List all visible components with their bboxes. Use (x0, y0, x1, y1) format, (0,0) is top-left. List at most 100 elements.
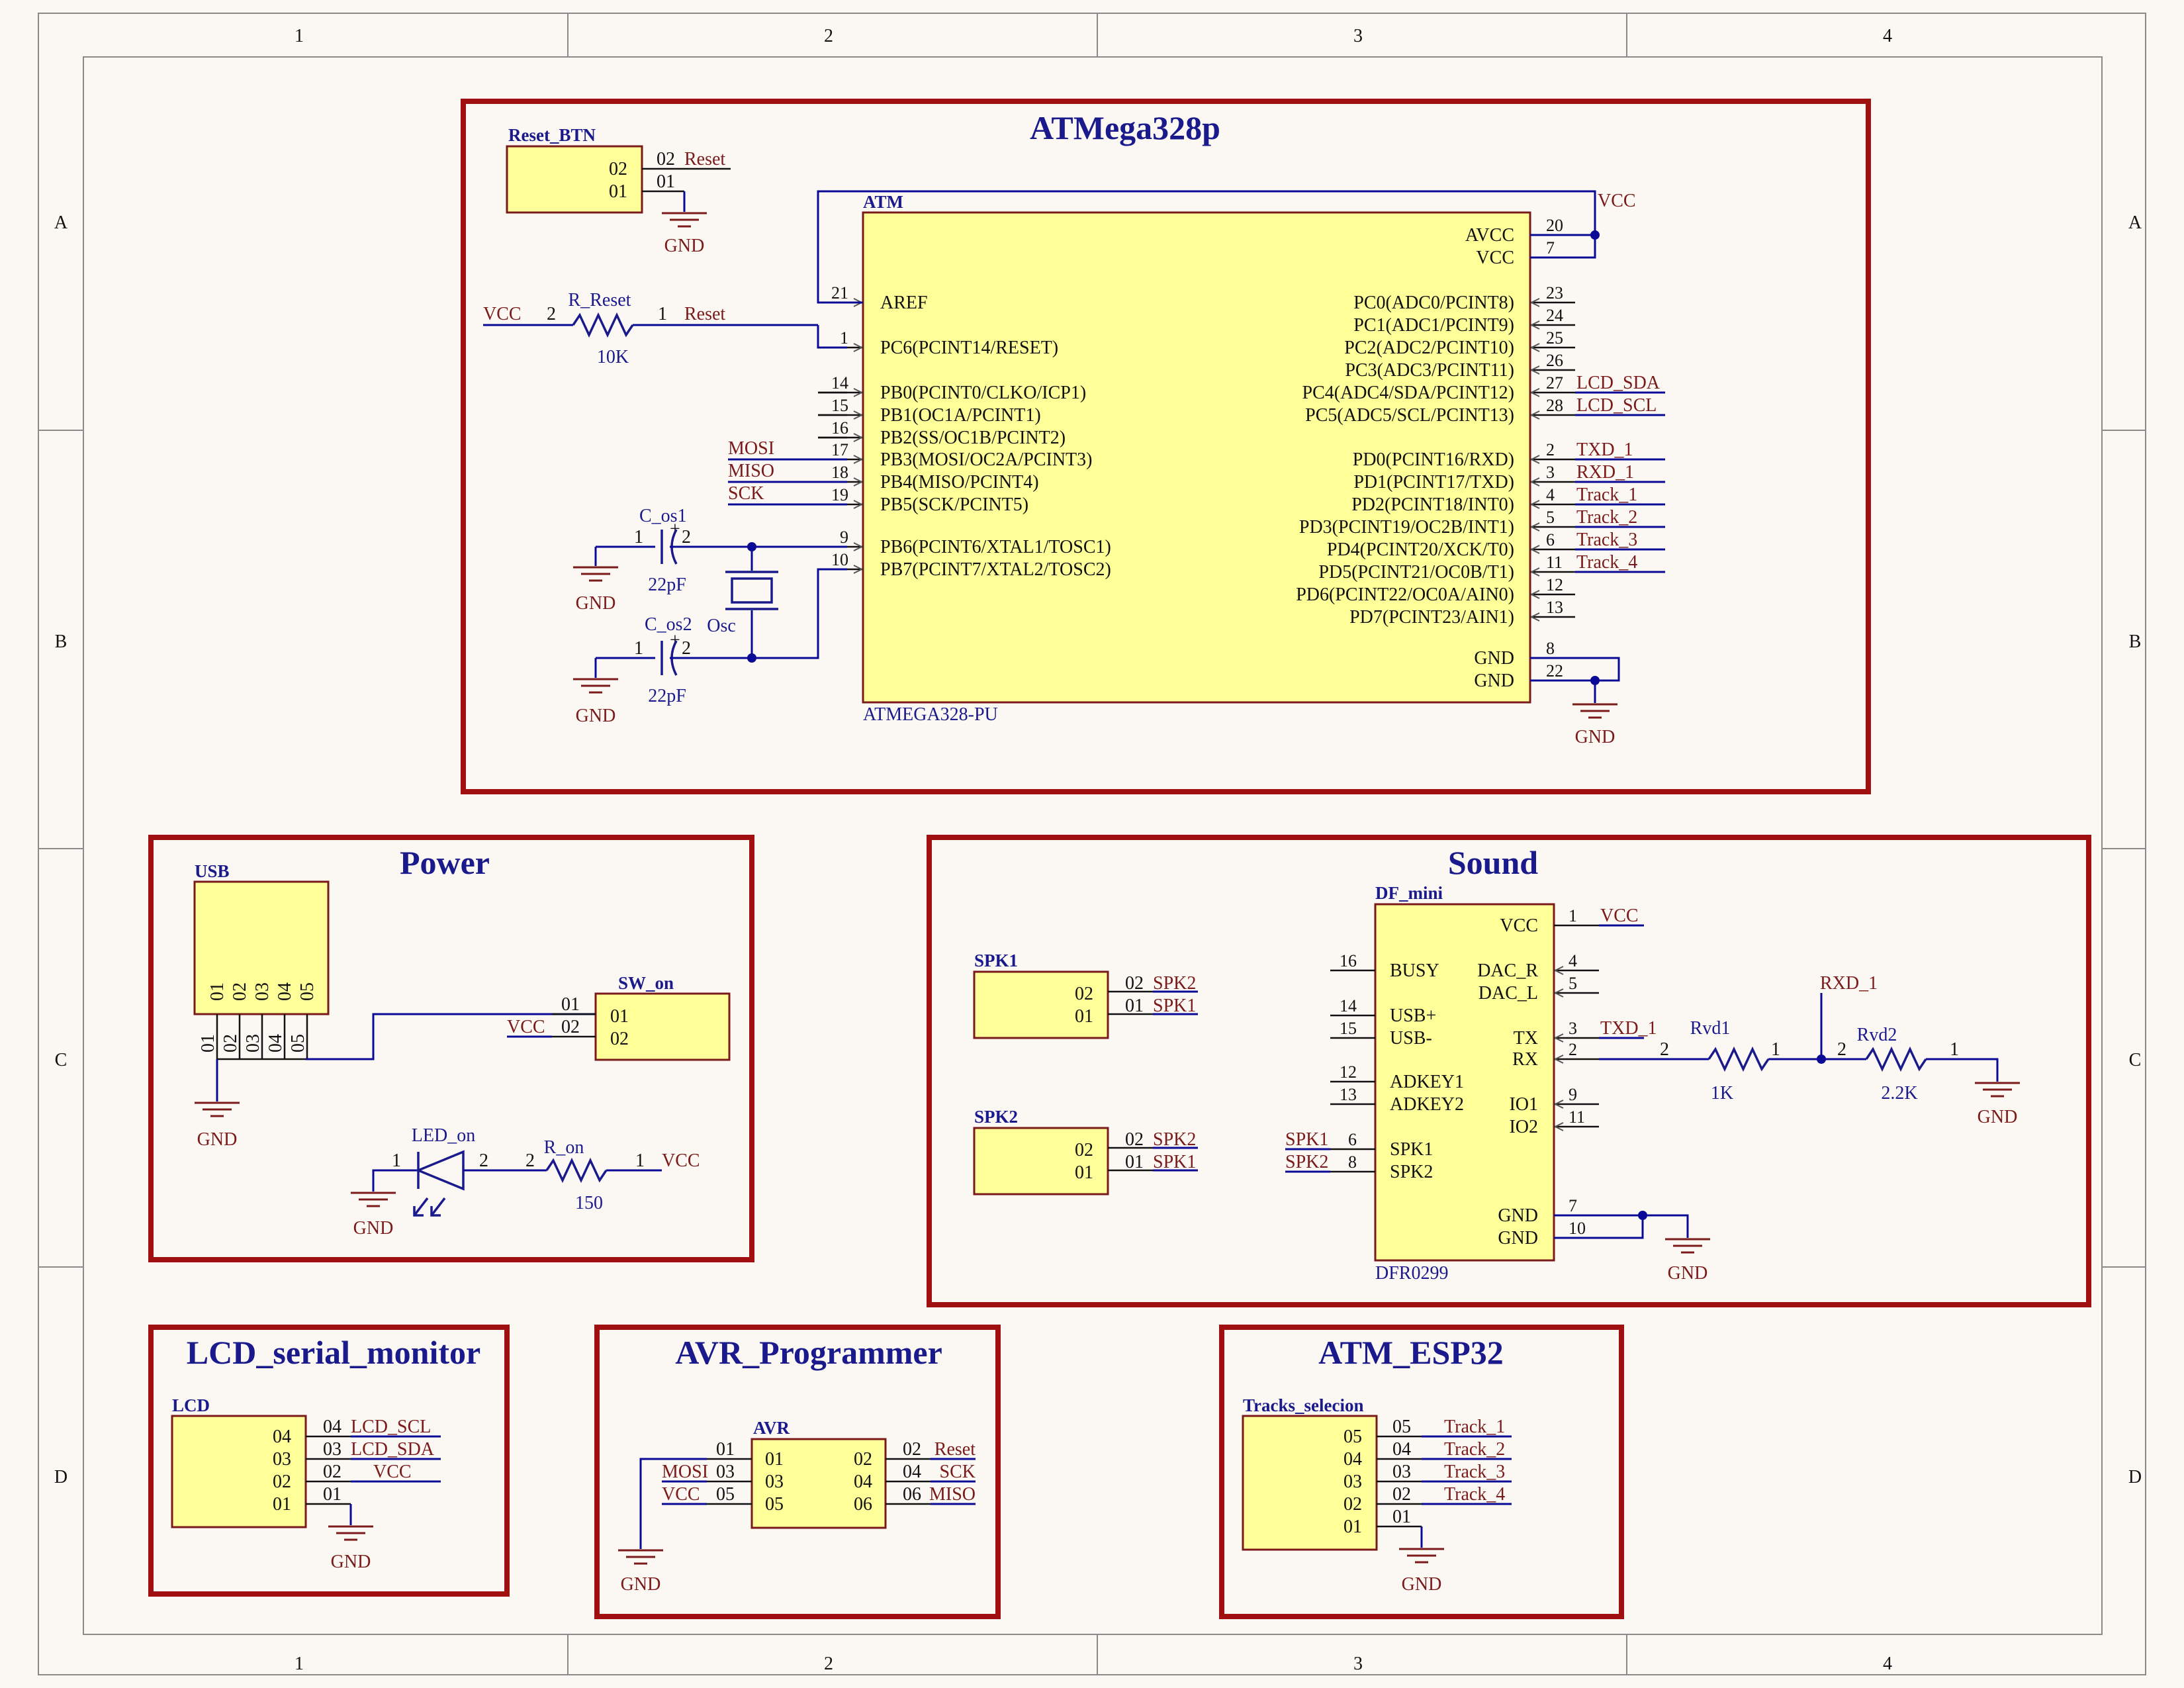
mcu-pin-name: PD5(PCINT21/OC0B/T1) (1318, 562, 1514, 583)
mcu-pin-number: 26 (1546, 351, 1563, 370)
mcu-avcc-net: VCC (1598, 191, 1636, 211)
mcu-net-label: Track_1 (1576, 485, 1637, 505)
esp-net-label: Track_1 (1444, 1417, 1505, 1437)
spk2-net-spk1: SPK1 (1153, 1152, 1196, 1172)
avr-pin-outer-right: 02 (903, 1439, 921, 1460)
usb-pin-outer: 05 (288, 1034, 308, 1053)
reset-btn-pin-01: 01 (609, 181, 627, 202)
spk2-connector: SPK2 02 01 02 01 SPK2 SPK1 (973, 1107, 1198, 1196)
mcu-pin-number: 21 (831, 283, 848, 303)
frame-row-c-left: C (55, 1050, 68, 1070)
reset-btn-ext-01: 01 (657, 171, 675, 192)
section-title-atmega: ATMega328p (1030, 109, 1220, 146)
rvd-net-rxd1: RXD_1 (1820, 973, 1878, 994)
mcu-pin-name: PD3(PCINT19/OC2B/INT1) (1299, 517, 1514, 538)
r-on-designator: R_on (544, 1137, 584, 1158)
mcu-right-pins: 20AVCC7VCC23PC0(ADC0/PCINT8)24PC1(ADC1/P… (1296, 216, 1665, 691)
sw-on-designator: SW_on (618, 973, 674, 993)
spk1-connector: SPK1 02 01 02 01 SPK2 SPK1 (973, 951, 1198, 1039)
net-miso: MISO (728, 461, 774, 481)
r-reset-resistor: VCC 2 R_Reset 10K 1 Reset (483, 290, 847, 367)
r-on-net-vcc: VCC (662, 1150, 700, 1171)
mcu-pin-name: PB1(OC1A/PCINT1) (880, 405, 1041, 426)
c-os1-plus: + (670, 519, 680, 539)
frame-col-3-bottom: 3 (1353, 1654, 1363, 1674)
mcu-pin-name: PC3(ADC3/PCINT11) (1345, 360, 1514, 381)
esp-pin-outer: 01 (1392, 1507, 1411, 1527)
df-pin-number: 1 (1569, 906, 1577, 925)
mcu-pin-name: AREF (880, 293, 928, 313)
usb-pin-inner: 01 (207, 982, 228, 1001)
pin-arrow (853, 455, 864, 464)
pin-arrow (1529, 298, 1540, 307)
r-on-resistor: R_on 2 1 VCC 150 (525, 1137, 700, 1213)
gnd-label: GND (664, 236, 705, 256)
gnd-symbol (1665, 1238, 1710, 1254)
osc-designator: Osc (707, 616, 736, 636)
crystal-circuit: C_os1 1 + 2 22pF GND Osc C_os2 1 (573, 506, 847, 726)
spk1-pin-01: 01 (1075, 1006, 1093, 1027)
c-os2-pin-1: 1 (634, 638, 643, 659)
df-pin-name: SPK2 (1390, 1162, 1433, 1182)
frame-row-b-right: B (2129, 632, 2142, 652)
mcu-pin-number: 20 (1546, 216, 1563, 235)
mcu-pin-number: 8 (1546, 639, 1555, 658)
df-pin-name: GND (1498, 1228, 1538, 1248)
gnd-symbol (573, 566, 618, 582)
df-pin-number: 12 (1340, 1062, 1357, 1082)
pin-arrow (1553, 1100, 1564, 1109)
gnd-label: GND (1402, 1574, 1442, 1595)
mcu-pin-number: 1 (840, 328, 848, 348)
mcu-net-label: LCD_SDA (1576, 373, 1661, 393)
section-title-lcd: LCD_serial_monitor (187, 1334, 480, 1371)
avr-pin-outer-left: 03 (716, 1462, 735, 1482)
mcu-pin-name: PB2(SS/OC1B/PCINT2) (880, 428, 1066, 448)
mcu-designator: ATM (863, 192, 903, 212)
lcd-pin-outer: 01 (323, 1484, 341, 1505)
esp-pin-inner: 04 (1343, 1449, 1362, 1470)
mcu-net-label: Track_3 (1576, 530, 1637, 550)
section-title-power: Power (400, 844, 490, 881)
mcu-pin-number: 3 (1546, 463, 1555, 482)
mcu-pin-number: 22 (1546, 661, 1563, 680)
gnd-symbol (195, 1102, 240, 1117)
mcu-pin-number: 16 (831, 418, 848, 438)
led-on-pin-2: 2 (479, 1150, 488, 1171)
frame-col-4-top: 4 (1883, 26, 1892, 46)
reset-btn-ext-02: 02 (657, 149, 675, 169)
mcu-pin-name: PB0(PCINT0/CLKO/ICP1) (880, 383, 1086, 403)
avr-net-left: MOSI (662, 1462, 708, 1482)
mcu-pin-name: GND (1474, 671, 1514, 691)
rvd2-value: 2.2K (1881, 1083, 1917, 1103)
rvd1-value: 1K (1711, 1083, 1733, 1103)
pin-arrow (853, 500, 864, 509)
usb-designator: USB (195, 861, 230, 881)
esp32-designator: Tracks_selecion (1243, 1395, 1363, 1415)
mcu-pin-name: PD7(PCINT23/AIN1) (1349, 607, 1514, 628)
sw-on-switch: SW_on 01 02 01 02 VCC (507, 973, 731, 1061)
df-pin-name: USB- (1390, 1028, 1432, 1049)
df-pin-name: BUSY (1390, 961, 1439, 981)
gnd-symbol (1572, 703, 1617, 719)
usb-pin-inner: 04 (275, 982, 295, 1001)
r-reset-net-reset: Reset (684, 304, 725, 324)
lcd-pin-inner: 03 (273, 1449, 291, 1470)
lcd-pin-inner: 02 (273, 1472, 291, 1492)
df-pin-name: DAC_L (1479, 983, 1538, 1004)
mcu-pin-number: 6 (1546, 530, 1555, 549)
spk2-ext-01: 01 (1125, 1152, 1144, 1172)
sw-on-pin-02: 02 (610, 1029, 629, 1049)
esp-net-label: Track_4 (1444, 1484, 1505, 1505)
df-net-label: VCC (1600, 906, 1639, 926)
mcu-pin-number: 24 (1546, 306, 1563, 325)
esp-pin-inner: 01 (1343, 1517, 1362, 1537)
avr-net-right: MISO (929, 1484, 976, 1505)
c-os1-designator: C_os1 (639, 506, 687, 526)
df-pin-number: 10 (1569, 1219, 1586, 1238)
esp-net-label: Track_3 (1444, 1462, 1505, 1482)
gnd-symbol (1399, 1548, 1444, 1564)
gnd-label: GND (197, 1129, 238, 1150)
spk1-ext-02: 02 (1125, 973, 1144, 994)
